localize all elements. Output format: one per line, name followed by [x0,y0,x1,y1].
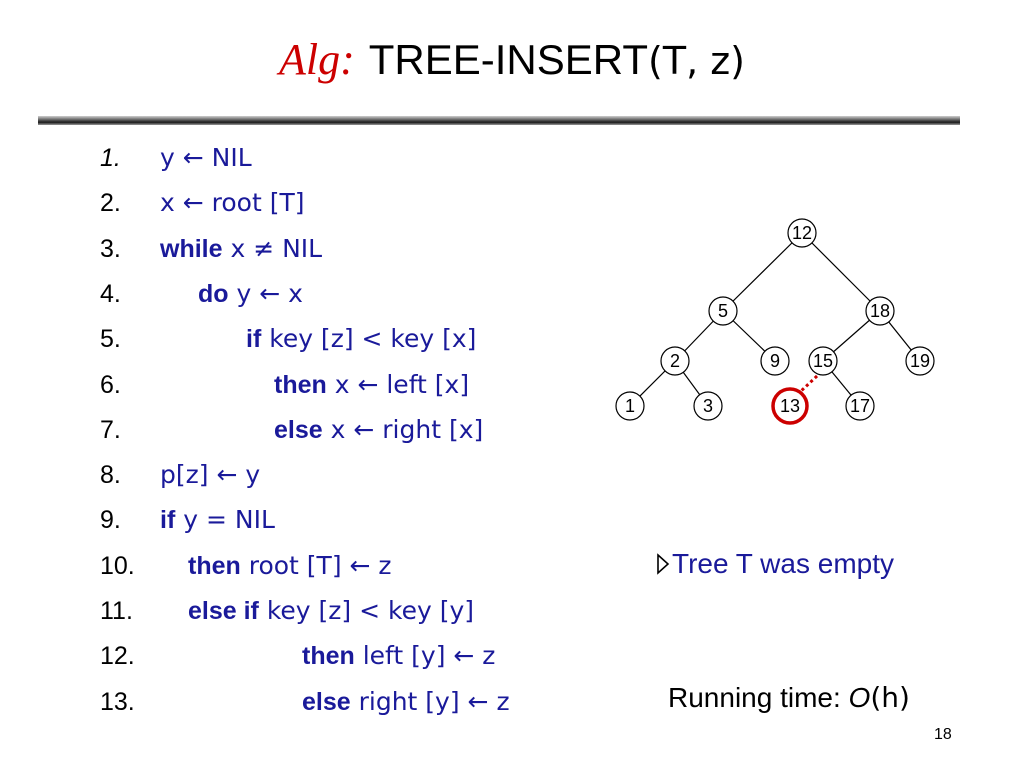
code-text: key [z] < key [y] [258,596,475,625]
line-number: 7. [100,415,121,444]
line-number: 10. [100,551,135,580]
title-name: TREE-INSERT [368,36,649,83]
code-statement: then left [y] ← z [302,636,495,676]
node-label: 1 [625,396,635,416]
code-statement: y ← NIL [160,138,252,178]
node-17 [845,391,875,421]
page-number: 18 [934,726,952,743]
keyword: if [246,325,262,354]
title-divider [38,116,960,125]
code-text: y ← NIL [160,143,252,172]
line-number: 1. [100,144,121,172]
bst-diagram: 12 5 18 2 9 15 19 1 3 13 17 [615,218,935,425]
node-label: 13 [780,396,800,416]
code-statement: else x ← right [x] [274,410,483,450]
code-text: left [y] ← z [354,641,496,671]
line-number: 13. [100,687,135,716]
running-time-o: O [848,682,871,713]
code-statement: if y = NIL [160,500,275,540]
node-5 [708,296,738,326]
running-time-label: Running time: [668,682,849,713]
code-statement: do y ← x [198,274,303,314]
code-text: p[z] ← y [160,460,261,490]
code-text: x ← right [x] [322,414,484,444]
node-label: 15 [813,351,833,371]
insert-link-15-13 [798,374,819,394]
code-statement: else right [y] ← z [302,682,510,722]
node-label: 12 [792,223,812,243]
keyword: else [302,687,351,716]
code-statement: then x ← left [x] [274,365,469,405]
line-number: 9. [100,506,121,535]
keyword: else if [188,597,259,625]
line-number: 5. [100,325,121,354]
code-text: y ← x [228,278,303,308]
node-1 [615,391,645,421]
line-number: 8. [100,461,121,490]
code-text: x ≠ NIL [222,233,323,263]
node-label: 19 [910,351,930,371]
keyword: then [274,370,327,399]
edge-12-5 [722,232,803,312]
keyword: do [198,279,229,308]
node-12 [787,218,817,248]
comment-note: Tree T was empty [656,544,894,584]
keyword: if [160,506,176,535]
comment-text: Tree T was empty [672,548,895,579]
slide-title: Alg: TREE-INSERT(T, z) [0,32,1024,89]
node-3 [693,391,723,421]
running-time: Running time: O(h) [668,678,910,718]
node-13-inserted [771,387,809,425]
keyword: then [188,551,241,580]
title-args: (T, z) [648,39,745,83]
node-label: 18 [870,301,890,321]
keyword: else [274,415,323,444]
line-number: 6. [100,370,121,399]
code-text: root [T] ← z [240,550,392,580]
keyword: then [302,642,355,671]
edge-12-18 [801,232,881,312]
code-statement: while x ≠ NIL [160,229,322,269]
line-number: 4. [100,279,121,308]
node-label: 3 [703,396,713,416]
code-text: y = NIL [175,505,275,535]
keyword: while [160,234,223,263]
node-18 [865,296,895,326]
line-number: 12. [100,642,135,671]
node-label: 2 [670,351,680,371]
node-label: 17 [850,396,870,416]
comment-triangle-icon [656,546,670,586]
line-number: 11. [100,597,133,625]
line-number: 3. [100,234,121,263]
node-19 [905,346,935,376]
node-2 [660,346,690,376]
node-label: 9 [770,351,780,371]
node-15 [808,346,838,376]
node-label: 5 [718,301,728,321]
code-statement: then root [T] ← z [188,546,392,586]
code-statement: x ← root [T] [160,183,304,223]
line-number: 2. [100,189,121,218]
code-text: right [y] ← z [350,686,510,716]
code-statement: else if key [z] < key [y] [188,591,474,631]
title-prefix: Alg: [279,35,355,84]
code-text: x ← left [x] [326,369,470,399]
node-9 [760,346,790,376]
code-statement: if key [z] < key [x] [246,319,476,359]
code-statement: p[z] ← y [160,455,260,495]
code-text: x ← root [T] [160,188,305,218]
code-text: key [z] < key [x] [261,324,477,354]
running-time-paren: (h) [870,681,910,714]
